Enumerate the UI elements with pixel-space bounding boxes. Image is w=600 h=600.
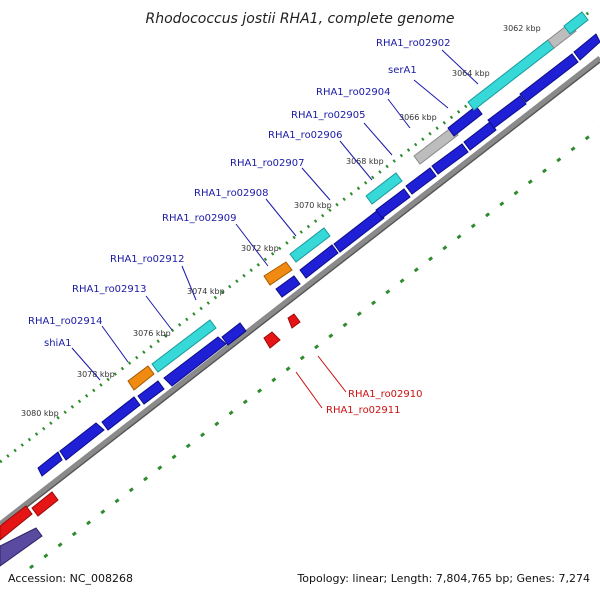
gene-labels-reverse: RHA1_ro02910 RHA1_ro02911 (326, 389, 423, 416)
gene-arrow[interactable] (447, 105, 483, 137)
leader-line (363, 122, 393, 156)
kbp-label: 3072 kbp (241, 244, 279, 253)
leader-line (235, 223, 269, 267)
gene-arrow-cyan[interactable] (563, 11, 589, 35)
leader-line (339, 140, 373, 181)
gene-arrow-cyan[interactable] (365, 172, 403, 205)
map-title: Rhodococcus jostii RHA1, complete genome (145, 11, 454, 27)
gene-arrow-gray[interactable] (413, 126, 459, 165)
kbp-label: 3076 kbp (133, 329, 171, 338)
kbp-labels: 3062 kbp 3064 kbp 3066 kbp 3068 kbp 3070… (21, 24, 541, 418)
gene-label[interactable]: RHA1_ro02909 (162, 213, 237, 224)
genome-backbone (0, 56, 600, 526)
leader-line (413, 79, 449, 109)
kbp-label: 3064 kbp (452, 69, 490, 78)
gene-label[interactable]: RHA1_ro02910 (348, 389, 423, 400)
kbp-label: 3080 kbp (21, 409, 59, 418)
gene-label[interactable]: shiA1 (44, 338, 72, 349)
gene-arrow[interactable] (333, 209, 385, 253)
gene-arrow[interactable] (405, 167, 437, 195)
gene-label[interactable]: RHA1_ro02904 (316, 87, 391, 98)
gene-arrow-red[interactable] (0, 505, 33, 541)
leader-line (181, 265, 197, 301)
gene-arrow-orange[interactable] (127, 365, 155, 391)
gene-arrow[interactable] (137, 380, 165, 405)
gene-arrow[interactable] (519, 53, 579, 103)
genome-summary-text: Topology: linear; Length: 7,804,765 bp; … (297, 572, 590, 585)
reverse-genes (0, 313, 301, 567)
gene-arrow[interactable] (487, 95, 527, 129)
leader-line (317, 355, 347, 393)
gene-label[interactable]: RHA1_ro02908 (194, 188, 269, 199)
gene-arrow[interactable] (59, 422, 105, 461)
leader-line (145, 295, 173, 331)
gene-label[interactable]: serA1 (388, 65, 417, 76)
gene-arrow[interactable] (299, 244, 339, 279)
genome-backbone-shadow (0, 61, 600, 529)
forward-genes (37, 11, 600, 477)
kbp-label: 3062 kbp (503, 24, 541, 33)
kbp-tick-line-inner (29, 126, 600, 570)
gene-arrow[interactable] (375, 188, 411, 219)
gene-label[interactable]: RHA1_ro02912 (110, 254, 185, 265)
kbp-label: 3074 kbp (187, 287, 225, 296)
gene-arrow[interactable] (163, 336, 227, 387)
gene-arrow-red[interactable] (31, 491, 59, 517)
gene-arrow-orange[interactable] (263, 261, 293, 286)
gene-arrow[interactable] (431, 143, 469, 175)
gene-label[interactable]: RHA1_ro02906 (268, 130, 343, 141)
kbp-label: 3070 kbp (294, 201, 332, 210)
gene-arrow[interactable] (37, 451, 63, 477)
gene-arrow-red[interactable] (287, 313, 301, 329)
leader-line (441, 49, 479, 85)
gene-label[interactable]: RHA1_ro02905 (291, 110, 366, 121)
gene-arrow-red[interactable] (263, 331, 281, 349)
gene-arrow[interactable] (221, 322, 247, 346)
gene-arrow[interactable] (573, 33, 600, 61)
leader-line (387, 98, 411, 129)
genome-track: 3062 kbp 3064 kbp 3066 kbp 3068 kbp 3070… (0, 8, 600, 570)
leader-line (71, 347, 101, 381)
gene-arrow[interactable] (101, 396, 141, 431)
gene-label[interactable]: RHA1_ro02913 (72, 284, 147, 295)
gene-labels-forward: RHA1_ro02902 serA1 RHA1_ro02904 RHA1_ro0… (28, 38, 451, 349)
gene-arrow[interactable] (463, 121, 497, 151)
kbp-label: 3068 kbp (346, 157, 384, 166)
gene-arrow-purple[interactable] (0, 527, 43, 567)
gene-label[interactable]: RHA1_ro02914 (28, 316, 103, 327)
leader-line (265, 198, 297, 237)
gene-label[interactable]: RHA1_ro02902 (376, 38, 451, 49)
gene-label[interactable]: RHA1_ro02907 (230, 158, 305, 169)
accession-text: Accession: NC_008268 (8, 572, 134, 585)
gene-arrow[interactable] (275, 275, 301, 298)
gene-arrow-cyan[interactable] (151, 319, 217, 373)
label-leaders-forward (71, 49, 479, 381)
kbp-label: 3066 kbp (399, 113, 437, 122)
leader-line (301, 167, 331, 201)
gene-label[interactable]: RHA1_ro02911 (326, 405, 401, 416)
label-leaders-reverse (295, 355, 347, 409)
leader-line (295, 371, 323, 409)
leader-line (101, 325, 129, 363)
gene-arrow-cyan[interactable] (289, 227, 331, 263)
